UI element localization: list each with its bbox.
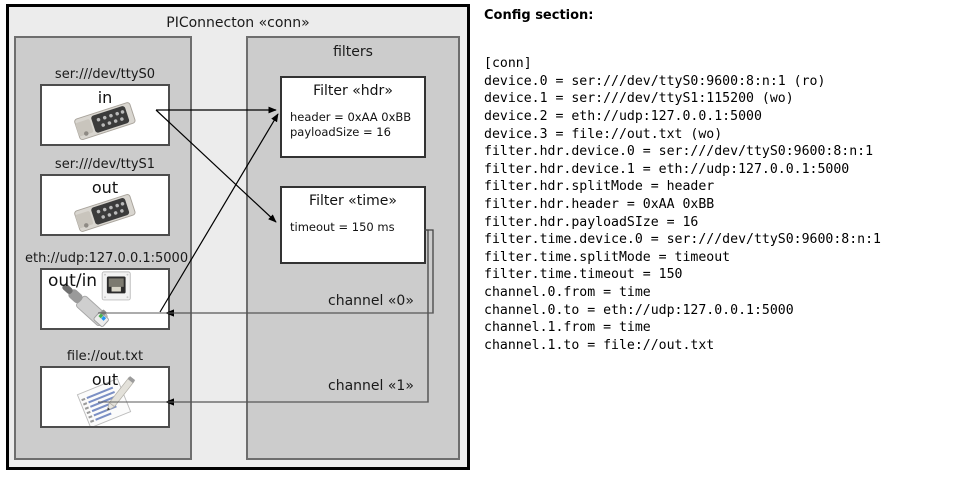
filters-group-title: filters [333,44,373,60]
device-ttys1-card[interactable]: out [40,174,170,236]
devices-group: ser:///dev/ttyS0 in [14,36,192,460]
device-file-card[interactable]: out [40,366,170,428]
channel-0-label: channel «0» [328,293,414,309]
config-section-heading: Config section: [484,8,594,23]
filter-hdr-prop-payloadsize: payloadSize = 16 [290,125,391,139]
serial-port-icon [74,102,136,141]
diagram-pane: PIConnecton «conn» ser:///dev/ttyS0 in [0,0,478,484]
filter-hdr-title: Filter «hdr» [313,83,393,99]
filter-time-props: timeout = 150 ms [290,220,395,235]
filters-group: filters Filter «hdr» header = 0xAA 0xBB … [246,36,460,460]
page-title: PIConnecton «conn» [166,15,310,31]
device-ttys0[interactable]: ser:///dev/ttyS0 in [40,66,170,146]
config-section-text: [conn] device.0 = ser:///dev/ttyS0:9600:… [484,56,881,353]
filter-hdr-prop-header: header = 0xAA 0xBB [290,110,412,124]
text-file-pencil-icon [76,376,136,426]
device-eth[interactable]: eth://udp:127.0.0.1:5000 out/in [25,250,188,330]
device-file-label: file://out.txt [66,349,144,364]
device-ttys1-label: ser:///dev/ttyS1 [54,157,156,172]
filter-hdr-card[interactable]: Filter «hdr» header = 0xAA 0xBB payloadS… [280,76,426,158]
filter-hdr-props: header = 0xAA 0xBB payloadSize = 16 [290,110,411,140]
config-pane: Config section: [conn] device.0 = ser://… [478,0,964,484]
filter-time-card[interactable]: Filter «time» timeout = 150 ms [280,186,426,264]
device-file[interactable]: file://out.txt out [40,348,170,428]
filter-time-title: Filter «time» [309,193,397,209]
filter-time-prop-timeout: timeout = 150 ms [290,220,395,234]
device-ttys1-direction: out [91,178,119,197]
device-ttys0-label: ser:///dev/ttyS0 [54,67,156,82]
device-eth-label: eth://udp:127.0.0.1:5000 [25,251,189,266]
ethernet-plug-icon [62,271,131,327]
device-eth-direction: out/in [48,271,98,291]
device-eth-card[interactable]: out/in [40,268,170,330]
device-ttys1[interactable]: ser:///dev/ttyS1 out [40,156,170,236]
device-ttys0-card[interactable]: in [40,84,170,146]
device-file-direction: out [91,370,119,389]
device-ttys0-direction: in [97,88,113,107]
serial-port-icon [74,194,136,232]
channel-1-label: channel «1» [328,378,414,394]
